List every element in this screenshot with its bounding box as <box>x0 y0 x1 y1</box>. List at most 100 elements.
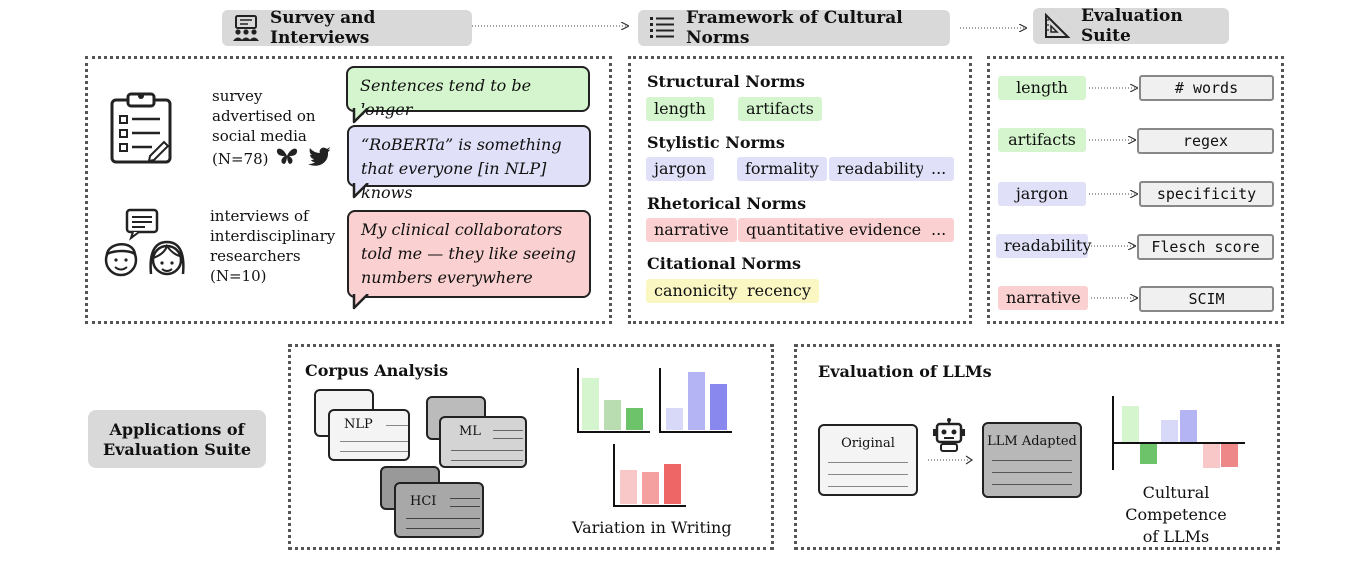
survey-line-3: social media <box>212 127 307 145</box>
doc-llm-adapted: LLM Adapted <box>982 422 1082 498</box>
eval-norm-jargon: jargon <box>998 182 1086 206</box>
header-survey: Survey and Interviews <box>222 8 472 48</box>
quote-tail-2 <box>352 183 369 199</box>
survey-panel <box>85 56 612 324</box>
citational-norms-title: Citational Norms <box>647 254 802 273</box>
doc-original: Original <box>818 424 918 496</box>
corpus-chart2-bar1 <box>666 408 683 430</box>
llm-caption: Cultural Competence of LLMs <box>1095 482 1257 548</box>
tag-narrative: narrative <box>646 218 737 242</box>
header-evaluation-label: Evaluation Suite <box>1081 6 1183 46</box>
ruler-triangle-icon <box>1043 12 1071 40</box>
tag-readability: readability <box>829 157 933 181</box>
eval-norm-narrative: narrative <box>998 286 1088 310</box>
survey-line-4: (N=78) <box>212 149 269 168</box>
tag-stylistic-more: ... <box>923 157 955 181</box>
butterfly-icon <box>276 147 298 170</box>
llm-chart-bar2 <box>1140 443 1157 464</box>
interview-description: interviews of interdisciplinary research… <box>210 206 335 286</box>
doc-hci-front: HCI <box>394 482 484 538</box>
list-icon <box>648 14 676 42</box>
eval-metric-words: # words <box>1139 75 1274 101</box>
tag-formality: formality <box>737 157 827 181</box>
corpus-chart1-bar2 <box>604 400 621 430</box>
corpus-chart3-bar2 <box>642 472 659 504</box>
tag-quantitative-evidence: quantitative evidence <box>738 218 930 242</box>
header-survey-label: Survey and Interviews <box>270 8 376 48</box>
interview-line-4: (N=10) <box>210 267 267 285</box>
header-evaluation: Evaluation Suite <box>1033 6 1229 46</box>
corpus-chart1-axes <box>577 368 650 433</box>
header-framework: Framework of Cultural Norms <box>638 8 950 48</box>
eval-norm-artifacts: artifacts <box>998 128 1086 152</box>
quote-bubble-1: Sentences tend to be longer <box>346 66 590 119</box>
tag-length: length <box>646 97 714 121</box>
corpus-chart1-bar1 <box>582 378 599 430</box>
llm-evaluation-panel <box>794 344 1280 550</box>
tag-rhetorical-more: ... <box>923 218 955 242</box>
llm-arrow <box>928 455 974 465</box>
applications-line-2: Evaluation Suite <box>102 440 252 459</box>
corpus-chart1-bar3 <box>626 408 643 430</box>
survey-description: survey advertised on social media (N=78) <box>212 86 332 171</box>
corpus-caption: Variation in Writing <box>572 518 732 537</box>
header-arrows <box>472 0 1368 60</box>
applications-label: Applications of Evaluation Suite <box>88 410 266 468</box>
doc-nlp-front: NLP <box>328 409 410 461</box>
quote-text-3: My clinical collaborators told me — they… <box>361 220 576 287</box>
applications-line-1: Applications of <box>109 420 245 439</box>
survey-line-1: survey <box>212 87 263 105</box>
doc-ml-label: ML <box>459 424 481 439</box>
quote-text-2: “RoBERTa” is something that everyone [in… <box>361 135 562 202</box>
quote-tail-3 <box>352 294 369 310</box>
framework-panel <box>628 56 972 324</box>
eval-metric-flesch: Flesch score <box>1137 234 1274 260</box>
stylistic-norms-title: Stylistic Norms <box>647 133 785 152</box>
llm-chart-bar1 <box>1122 406 1139 443</box>
eval-metric-regex: regex <box>1137 128 1274 154</box>
doc-llm-adapted-label: LLM Adapted <box>987 434 1077 449</box>
robot-icon <box>932 418 966 456</box>
corpus-chart2-bar2 <box>688 372 705 430</box>
eval-metric-specificity: specificity <box>1139 181 1274 207</box>
llm-evaluation-title: Evaluation of LLMs <box>818 362 992 381</box>
corpus-variation-charts <box>577 368 732 507</box>
researchers-faces-icon <box>103 208 187 288</box>
doc-nlp-label: NLP <box>344 417 373 432</box>
doc-ml-front: ML <box>439 416 527 468</box>
tag-canonicity: canonicity <box>646 279 746 303</box>
corpus-analysis-title: Corpus Analysis <box>305 361 449 380</box>
survey-line-2: advertised on <box>212 107 316 125</box>
corpus-chart3-bar3 <box>664 464 681 504</box>
eval-metric-scim: SCIM <box>1139 286 1274 312</box>
eval-norm-length: length <box>998 76 1086 100</box>
corpus-analysis-panel <box>288 344 774 550</box>
rhetorical-norms-title: Rhetorical Norms <box>647 194 807 213</box>
quote-text-1: Sentences tend to be longer <box>360 76 532 119</box>
corpus-chart3-axes <box>613 444 686 507</box>
corpus-chart2-bar3 <box>710 384 727 430</box>
doc-hci-label: HCI <box>410 494 437 509</box>
tag-recency: recency <box>739 279 819 303</box>
interview-line-3: researchers <box>210 247 301 265</box>
corpus-chart2-axes <box>659 368 732 433</box>
llm-caption-line-1: Cultural Competence <box>1125 483 1227 524</box>
group-people-icon <box>232 14 260 42</box>
llm-chart-bar4 <box>1180 410 1197 443</box>
interview-line-2: interdisciplinary <box>210 227 336 245</box>
eval-norm-readability: readability <box>996 234 1092 258</box>
eval-arrows <box>1089 60 1145 310</box>
tag-artifacts: artifacts <box>738 97 822 121</box>
structural-norms-title: Structural Norms <box>647 72 805 91</box>
tag-jargon: jargon <box>646 157 715 181</box>
evaluation-panel <box>987 56 1284 324</box>
doc-original-label: Original <box>841 436 895 451</box>
quote-tail-1 <box>352 108 369 124</box>
llm-competence-chart <box>1112 396 1245 470</box>
llm-chart-bar5 <box>1203 443 1220 468</box>
quote-bubble-2: “RoBERTa” is something that everyone [in… <box>347 125 591 202</box>
clipboard-icon <box>108 92 174 168</box>
llm-caption-line-2: of LLMs <box>1142 527 1210 546</box>
corpus-chart3-bar1 <box>620 470 637 504</box>
quote-bubble-3: My clinical collaborators told me — they… <box>347 210 591 298</box>
